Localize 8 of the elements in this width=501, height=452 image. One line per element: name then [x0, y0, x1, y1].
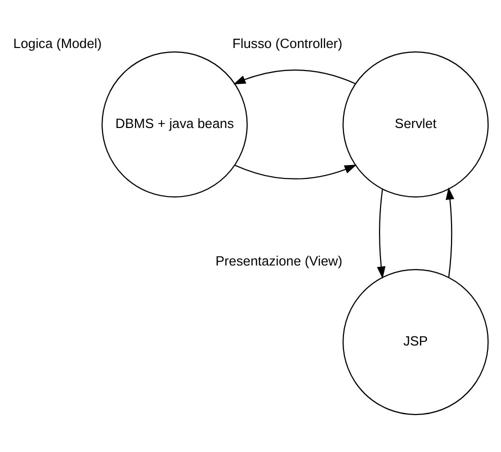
node-label: Flusso (Controller) — [232, 36, 342, 52]
arrow — [446, 187, 454, 278]
arrow — [234, 164, 357, 180]
arrow — [233, 70, 356, 84]
node-circle: JSP — [342, 268, 489, 416]
node-label: Logica (Model) — [13, 36, 102, 52]
arrow — [376, 188, 386, 279]
node-label: Presentazione (View) — [216, 254, 342, 269]
